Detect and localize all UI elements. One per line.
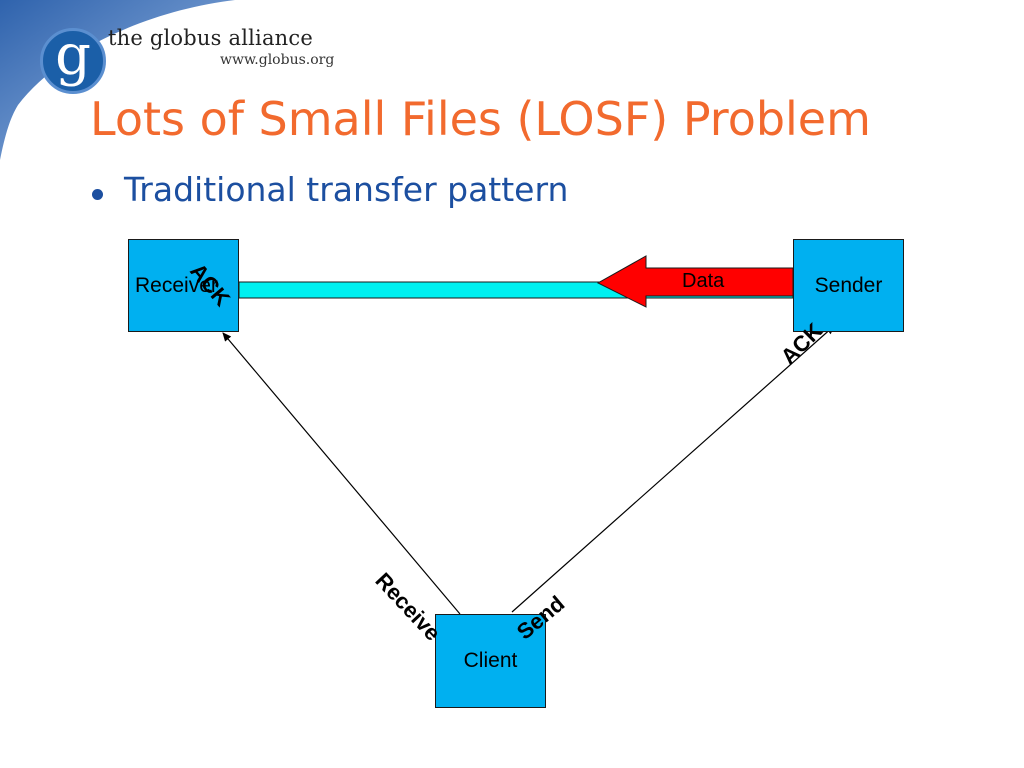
client-node: Client [435,614,546,708]
data-arrow [596,255,794,308]
globus-logo-icon: g [40,23,106,94]
slide-title: Lots of Small Files (LOSF) Problem [90,92,871,146]
logo-glyph: g [55,23,91,88]
bullet-item: Traditional transfer pattern [124,170,569,209]
bullet-dot-icon [92,189,103,200]
edge-client-sender [511,325,835,613]
receiver-node: Receiver [128,239,239,332]
sender-node: Sender [793,239,904,332]
logo-url: www.globus.org [220,52,335,68]
logo-name: the globus alliance [108,26,313,50]
data-label: Data [682,270,725,292]
edge-client-receiver [222,332,461,615]
